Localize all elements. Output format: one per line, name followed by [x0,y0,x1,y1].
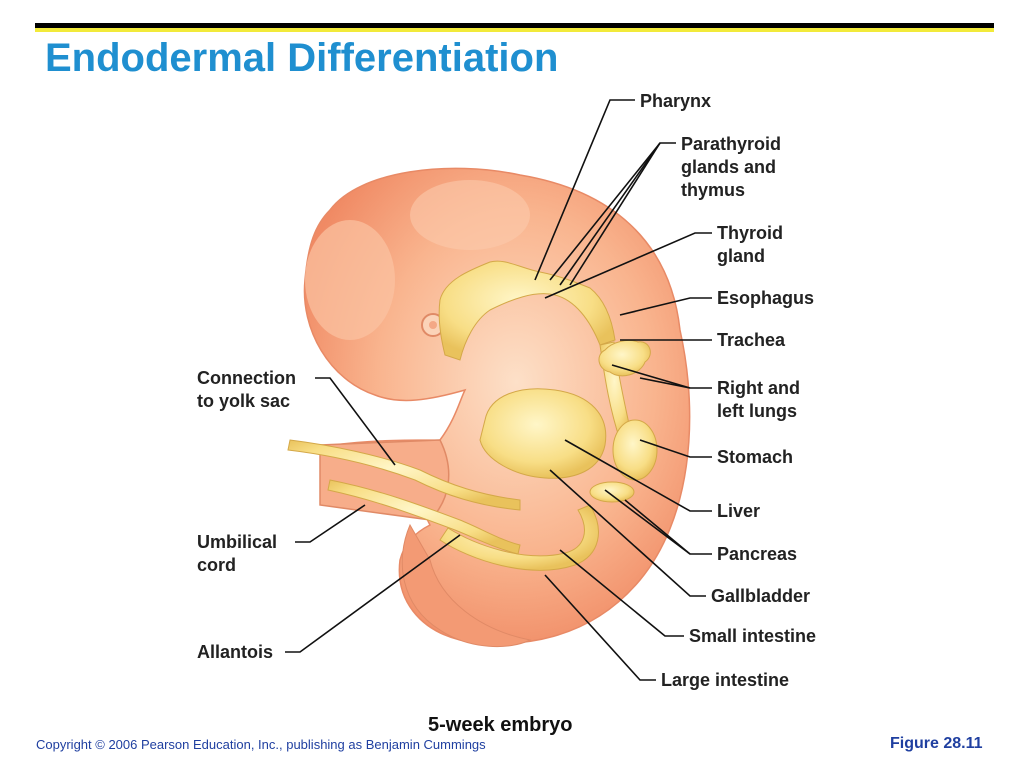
leader-umbilical [295,505,365,542]
figure-caption: 5-week embryo [428,714,573,737]
label-esophagus: Esophagus [717,287,814,310]
label-lungs: Right and left lungs [717,377,800,423]
label-large-intestine: Large intestine [661,669,789,692]
label-allantois: Allantois [197,641,273,664]
label-liver: Liver [717,500,760,523]
head-lobe [305,220,395,340]
label-umbilical-cord: Umbilical cord [197,531,277,577]
label-trachea: Trachea [717,329,785,352]
copyright-notice: Copyright © 2006 Pearson Education, Inc.… [36,737,486,752]
label-gallbladder: Gallbladder [711,585,810,608]
label-thyroid: Thyroid gland [717,222,783,268]
label-pharynx: Pharynx [640,90,711,113]
figure-reference: Figure 28.11 [890,735,983,753]
brain-bulge [410,180,530,250]
label-small-intestine: Small intestine [689,625,816,648]
label-yolk-sac: Connection to yolk sac [197,367,296,413]
pancreas-shape [590,482,634,502]
label-stomach: Stomach [717,446,793,469]
label-pancreas: Pancreas [717,543,797,566]
label-parathyroid-thymus: Parathyroid glands and thymus [681,133,781,202]
